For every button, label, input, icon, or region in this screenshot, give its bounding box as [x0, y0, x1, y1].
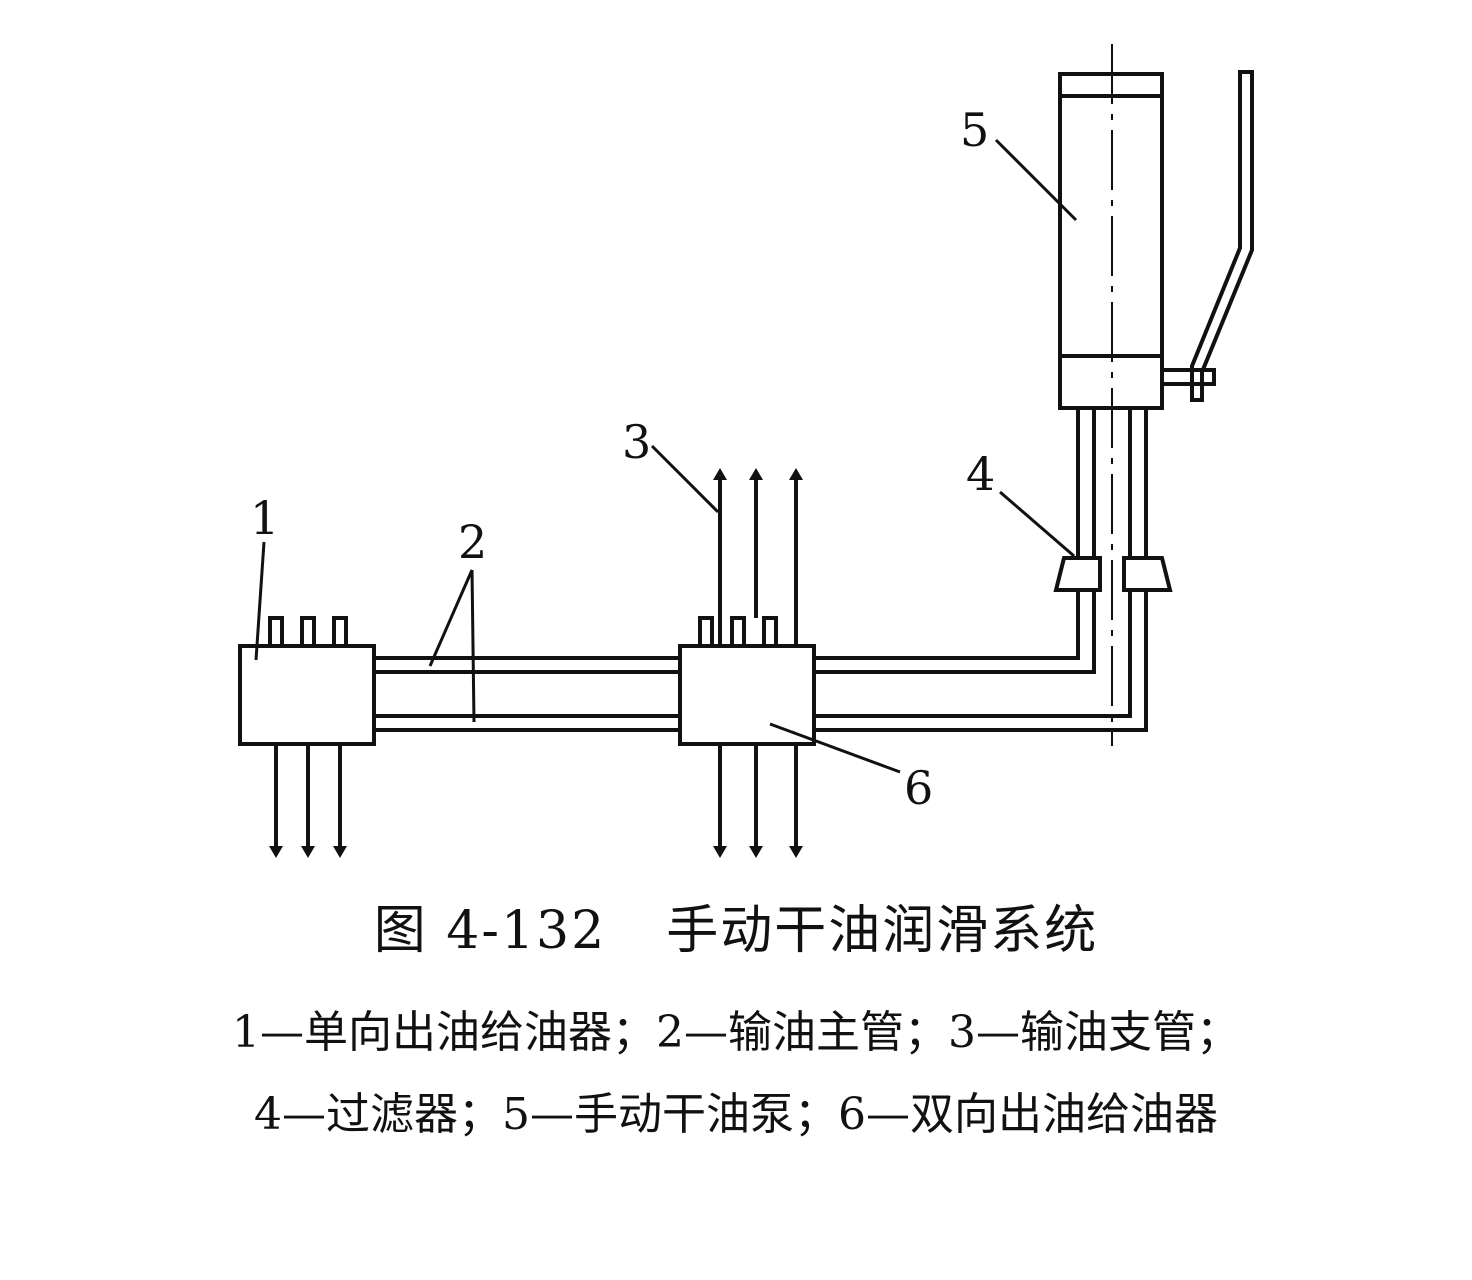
label-5: 5: [960, 103, 989, 157]
pump-handle: [1160, 70, 1254, 402]
pump-outlet-pipes: [1076, 408, 1148, 558]
one-way-feeder: [238, 616, 376, 858]
legend-line-2: 4—过滤器；5—手动干油泵；6—双向出油给油器: [254, 1089, 1218, 1140]
label-1: 1: [250, 491, 279, 545]
filter-right: [1122, 556, 1173, 592]
main-oil-pipes: [374, 590, 1148, 732]
label-3: 3: [622, 415, 651, 469]
filter-left: [1053, 556, 1102, 592]
label-2: 2: [458, 515, 487, 569]
legend-line-1: 1—单向出油给油器；2—输油主管；3—输油支管；: [232, 1007, 1240, 1058]
branch-oil-pipes: [713, 468, 803, 646]
leader-lines: [254, 138, 1078, 774]
label-6: 6: [904, 761, 933, 815]
figure-number: 图 4-132: [373, 901, 607, 961]
figure-title: 手动干油润滑系统: [666, 901, 1099, 961]
figure-caption: 图 4-132 手动干油润滑系统: [0, 888, 1472, 963]
two-way-feeder: [678, 616, 816, 858]
label-4: 4: [966, 447, 995, 501]
